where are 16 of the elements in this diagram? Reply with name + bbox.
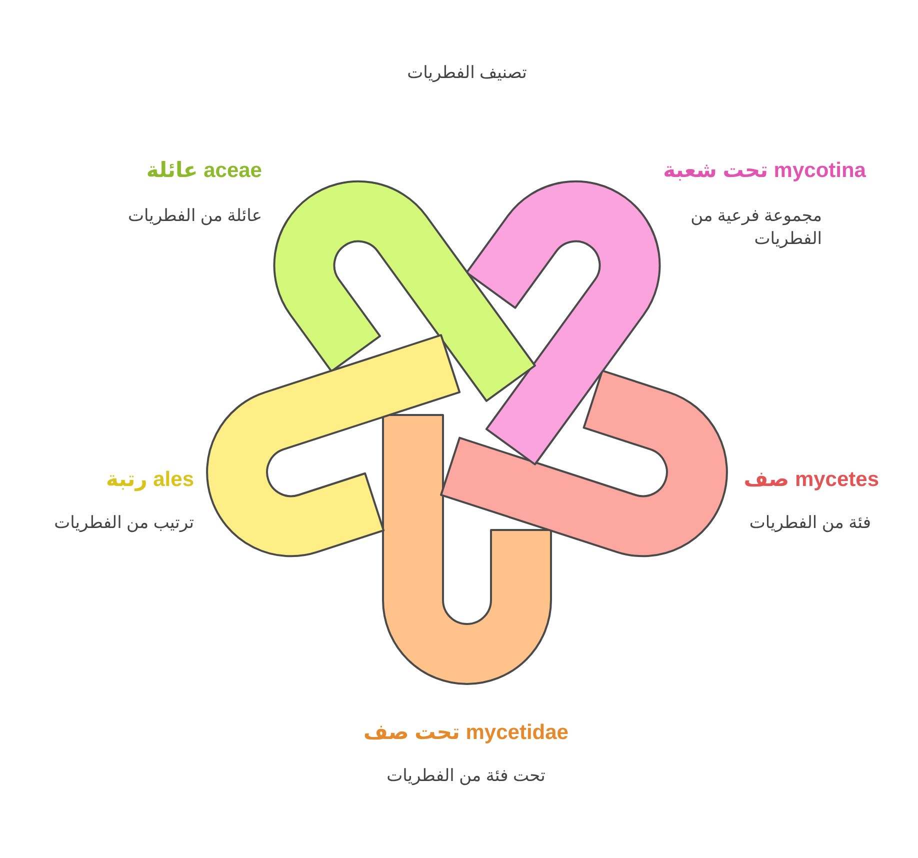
- hairpin-band: [440, 370, 728, 557]
- rank-heading: ales رتبة: [105, 467, 194, 492]
- rank-description: عائلة من الفطريات: [126, 205, 262, 228]
- rank-description: فئة من الفطريات: [748, 512, 871, 534]
- rank-description: مجموعة فرعية من الفطريات: [690, 205, 822, 250]
- rank-heading: mycetes صف: [742, 467, 879, 492]
- rank-description: ترتيب من الفطريات: [53, 512, 194, 534]
- rank-heading: aceae عائلة: [145, 158, 262, 183]
- rank-description: تحت فئة من الفطريات: [386, 765, 546, 788]
- hairpin-band: [382, 414, 552, 685]
- hairpin-band: [466, 180, 661, 466]
- diagram-title: تصنيف الفطريات: [406, 62, 528, 84]
- rank-heading: mycotina تحت شعبة: [662, 158, 866, 183]
- hairpin-band: [206, 334, 461, 557]
- rank-heading: mycetidae تحت صف: [362, 720, 570, 745]
- hairpin-band: [273, 180, 536, 402]
